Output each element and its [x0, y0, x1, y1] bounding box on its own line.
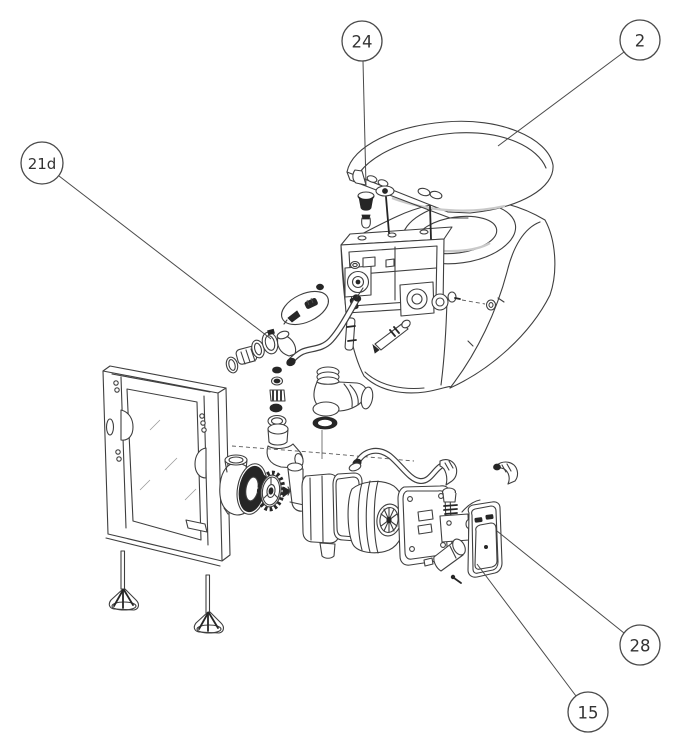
callout-21d: 21d	[20, 141, 272, 340]
mounting-frame	[102, 365, 231, 567]
seat-hinge-hardware	[357, 185, 432, 240]
solenoid-cylinder	[433, 538, 466, 572]
alignment-dash-line-2	[321, 452, 415, 462]
callout-2: 2	[497, 19, 661, 147]
switch-cover	[467, 501, 503, 578]
callout-28-leader	[496, 530, 625, 634]
callout-2-leader	[497, 51, 625, 147]
callout-24-label: 24	[352, 33, 373, 52]
callout-21d-balloon	[20, 141, 64, 185]
alignment-dash-line	[231, 445, 323, 454]
callout-24-leader	[362, 60, 367, 187]
callout-15-balloon	[567, 691, 609, 733]
body-underside-fittings	[344, 260, 497, 354]
callout-28: 28	[496, 530, 661, 666]
inlet-spigot-elbow	[493, 461, 519, 485]
callout-24: 24	[341, 20, 383, 187]
pump-motor	[347, 480, 406, 554]
callout-15-leader	[476, 563, 577, 697]
callout-21d-label: 21d	[28, 155, 57, 173]
toilet-seat-lid	[346, 120, 554, 219]
callout-28-label: 28	[630, 637, 651, 656]
callout-15-label: 15	[578, 704, 599, 723]
flex-hose	[286, 287, 364, 367]
discharge-elbow	[312, 366, 374, 459]
pump-top-hose	[348, 447, 458, 486]
shredder-gear	[256, 470, 286, 512]
callout-15: 15	[476, 563, 609, 733]
water-valve	[439, 487, 481, 543]
callouts: 24 2 21d 28 15	[20, 19, 661, 733]
callout-28-balloon	[619, 624, 661, 666]
mounting-feet	[108, 550, 224, 634]
foot-right	[193, 574, 224, 634]
callout-24-balloon	[341, 20, 383, 62]
joker-valve-detail-balloon	[281, 283, 329, 326]
foot-left	[108, 550, 139, 611]
cover-screw	[450, 574, 462, 584]
toilet-body	[340, 199, 556, 394]
macerator-pump-assembly	[219, 447, 519, 584]
inlet-fittings-cluster	[225, 328, 304, 469]
callout-21d-leader	[58, 175, 272, 340]
callout-2-label: 2	[635, 32, 646, 51]
body-front-frame	[340, 226, 453, 317]
callout-2-balloon	[619, 19, 661, 61]
